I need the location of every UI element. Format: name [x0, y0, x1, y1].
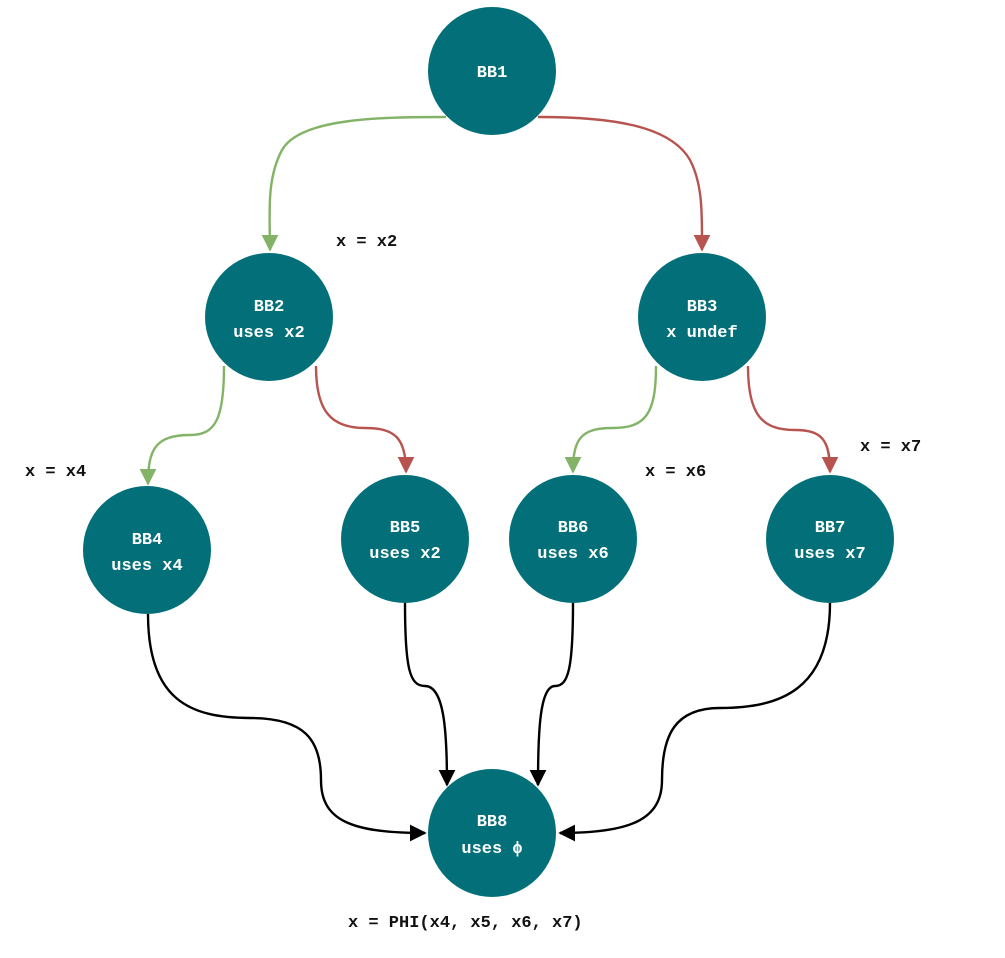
node-bb4[interactable]: BB4 uses x4: [83, 486, 211, 614]
edge-bb4-bb8: [146, 613, 427, 842]
edge-bb3-bb6: [564, 365, 658, 474]
annotation-bb2-def: x = x2: [336, 233, 397, 252]
node-bb5-label: BB5: [390, 519, 421, 538]
node-bb8[interactable]: BB8 uses ϕ: [428, 769, 556, 897]
edge-bb7-bb8: [558, 602, 832, 842]
node-bb6-label: BB6: [558, 519, 589, 538]
node-bb8-label: BB8: [477, 813, 508, 832]
edge-bb1-bb3: [537, 115, 711, 252]
node-bb1-label: BB1: [477, 64, 508, 83]
annotation-bb4-def: x = x4: [25, 463, 86, 482]
node-bb8-detail: uses ϕ: [461, 840, 522, 859]
annotation-phi-def: x = PHI(x4, x5, x6, x7): [348, 914, 583, 933]
node-bb1[interactable]: BB1: [428, 7, 556, 135]
node-bb6-detail: uses x6: [537, 545, 608, 564]
edge-bb2-bb4: [139, 365, 226, 486]
edge-bb2-bb5: [314, 365, 415, 474]
node-bb4-label: BB4: [132, 531, 163, 550]
node-bb2-label: BB2: [254, 298, 285, 317]
node-bb2-detail: uses x2: [233, 324, 304, 343]
edge-bb6-bb8: [529, 602, 575, 787]
edge-bb3-bb7: [746, 365, 839, 474]
node-bb7[interactable]: BB7 uses x7: [766, 475, 894, 603]
node-bb5-detail: uses x2: [369, 545, 440, 564]
annotation-bb7-def: x = x7: [860, 438, 921, 457]
annotation-bb6-def: x = x6: [645, 463, 706, 482]
node-bb3[interactable]: BB3 x undef: [638, 253, 766, 381]
edge-bb5-bb8: [403, 602, 456, 787]
node-bb2[interactable]: BB2 uses x2: [205, 253, 333, 381]
node-bb7-label: BB7: [815, 519, 846, 538]
node-bb5[interactable]: BB5 uses x2: [341, 475, 469, 603]
node-bb3-label: BB3: [687, 298, 718, 317]
node-bb4-detail: uses x4: [111, 557, 182, 576]
edge-bb1-bb2: [261, 115, 447, 252]
node-bb6[interactable]: BB6 uses x6: [509, 475, 637, 603]
node-bb7-detail: uses x7: [794, 545, 865, 564]
node-bb3-detail: x undef: [666, 324, 737, 343]
